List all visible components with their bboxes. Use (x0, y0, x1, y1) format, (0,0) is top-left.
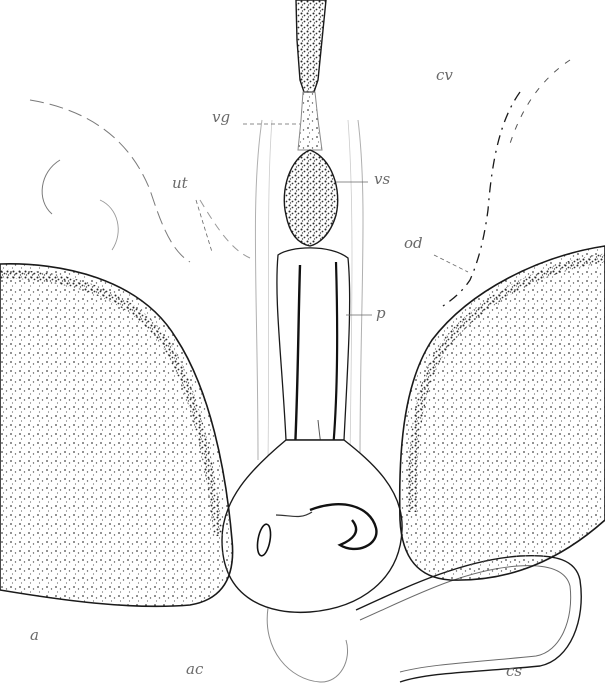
label-cs: cs (506, 664, 522, 679)
lower-sac (267, 608, 347, 682)
label-ac: ac (186, 662, 203, 677)
duct-lower (298, 92, 322, 150)
ut-leader (196, 200, 212, 252)
label-p: p (376, 306, 386, 321)
penis (277, 248, 350, 440)
label-od: od (404, 236, 423, 251)
oviduct-outer (508, 60, 570, 150)
left-upper-arc (100, 200, 118, 250)
uterus-outline (30, 100, 190, 262)
label-vg: vg (212, 110, 230, 125)
vesicula-seminalis (284, 150, 337, 246)
label-a: a (30, 628, 39, 643)
od-leader (434, 255, 468, 272)
label-ut: ut (172, 176, 188, 191)
bursa-duct-inner (360, 566, 571, 672)
duct-top (296, 0, 326, 92)
label-cv: cv (436, 68, 453, 83)
ut-curve (200, 200, 250, 258)
left-upper-curve (42, 160, 60, 214)
label-vs: vs (374, 172, 390, 187)
oviduct (440, 92, 520, 308)
